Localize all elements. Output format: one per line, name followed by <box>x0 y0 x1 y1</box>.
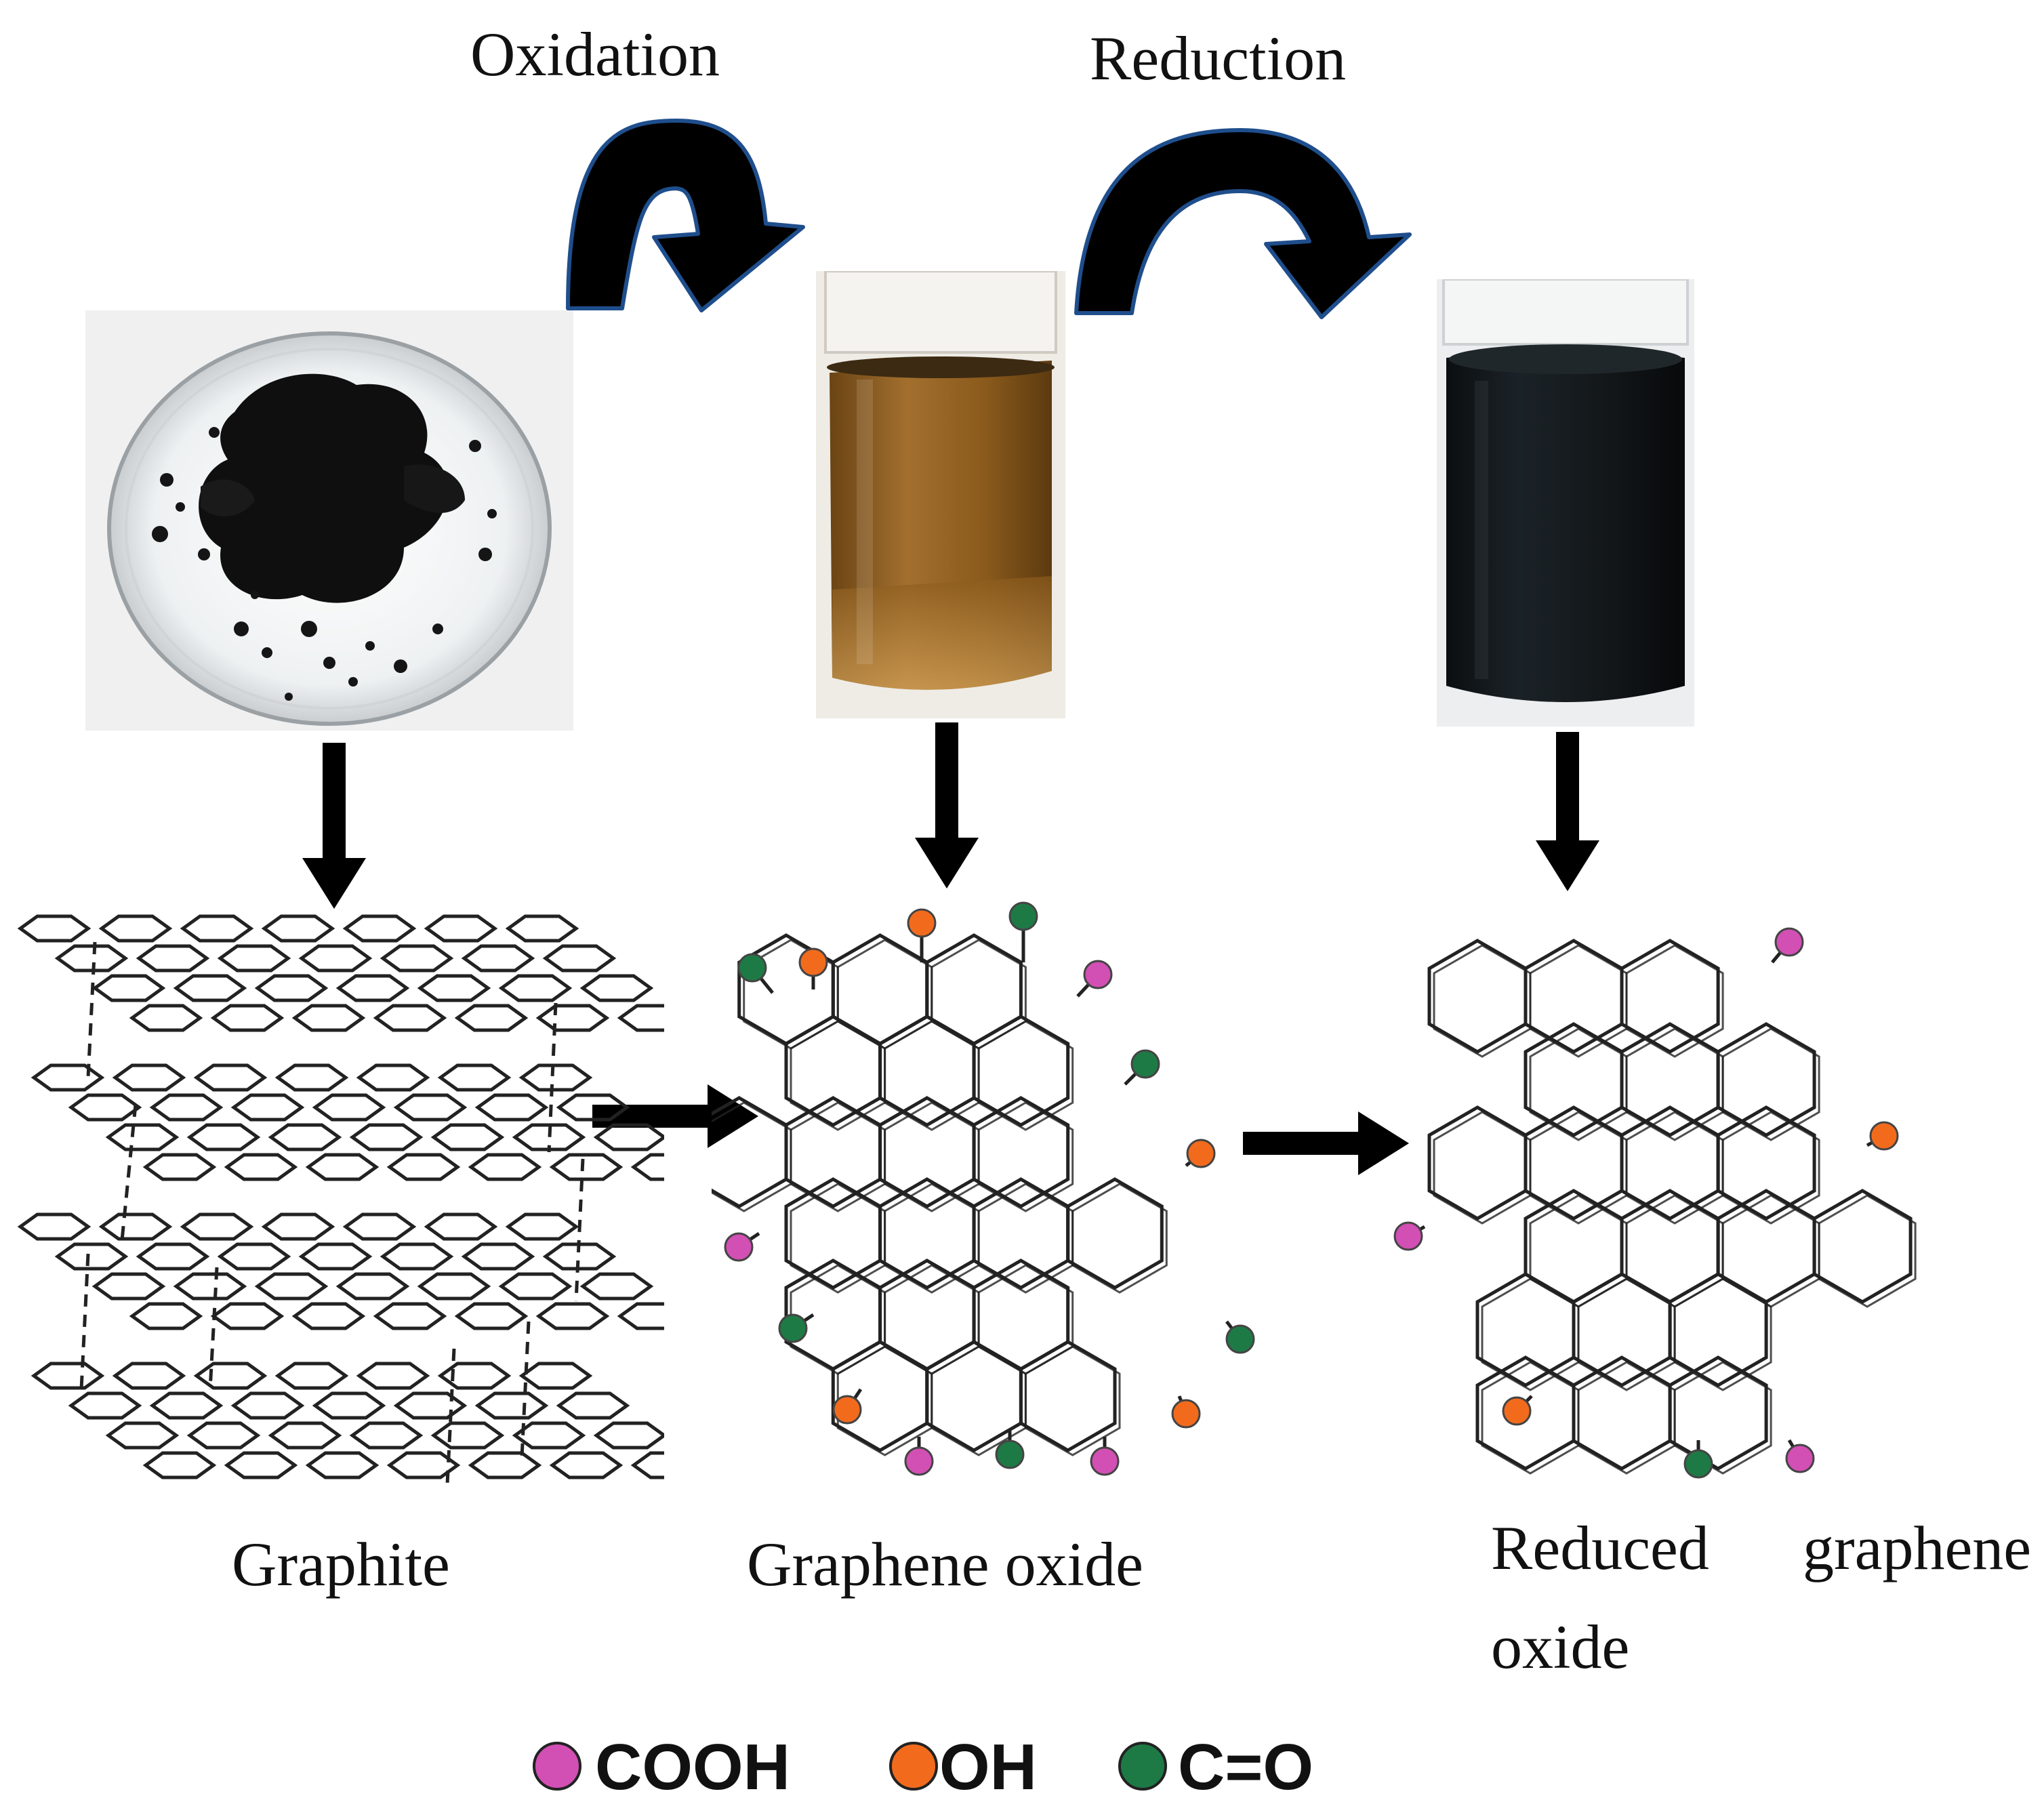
legend: COOH OH C=O <box>533 1730 1373 1804</box>
graphene-oxide-down-arrow <box>915 722 979 888</box>
legend-cooh-marker <box>533 1742 581 1791</box>
functional-group-marker <box>1008 901 1038 962</box>
graphene-oxide-vial-photo <box>816 271 1065 718</box>
functional-group-marker <box>995 1430 1025 1469</box>
reduced-label-word: Reduced <box>1491 1513 1709 1582</box>
graphite-down-arrow <box>302 743 366 909</box>
graphite-to-go-arrow <box>592 1084 758 1148</box>
functional-group-marker <box>724 1231 760 1262</box>
reduced-label-graphene: graphene <box>1803 1513 2032 1582</box>
oxidation-curved-arrow <box>566 119 805 312</box>
functional-group-marker <box>1185 1139 1216 1168</box>
hex-grid <box>1427 939 1917 1475</box>
functional-group-marker <box>832 1388 863 1425</box>
hex-grid <box>712 933 1168 1456</box>
graphene-oxide-label: Graphene oxide <box>747 1530 1143 1599</box>
functional-group-marker <box>1683 1440 1713 1479</box>
functional-group-marker <box>1076 960 1113 998</box>
functional-group-marker <box>907 908 937 962</box>
reduction-curved-arrow <box>1074 128 1412 319</box>
graphene-oxide-lattice <box>712 901 1255 1476</box>
functional-group-marker <box>1771 927 1804 964</box>
functional-group-marker <box>1866 1121 1899 1151</box>
reduced-label-oxide: oxide <box>1491 1612 1630 1681</box>
interlayer-bonds <box>79 941 585 1485</box>
functional-group-marker <box>1171 1395 1201 1429</box>
graphite-label: Graphite <box>232 1530 450 1599</box>
functional-group-marker <box>778 1313 815 1343</box>
reduction-label: Reduction <box>1090 24 1347 93</box>
functional-group-marker <box>1785 1439 1815 1473</box>
graphite-sheet <box>30 1063 664 1181</box>
functional-group-marker <box>1502 1395 1533 1426</box>
reduced-down-arrow <box>1536 732 1599 891</box>
functional-group-marker <box>904 1437 934 1476</box>
legend-oh-label: OH <box>939 1731 1037 1803</box>
graphite-sheet <box>17 914 664 1032</box>
reduced-graphene-oxide-lattice <box>1393 927 1917 1479</box>
graphite-sheet <box>17 1212 664 1330</box>
legend-co-label: C=O <box>1178 1731 1314 1803</box>
graphite-sheet <box>30 1362 664 1479</box>
legend-cooh-label: COOH <box>595 1731 790 1803</box>
legend-oh-marker <box>889 1742 938 1791</box>
functional-group-marker <box>1124 1049 1160 1086</box>
go-to-rgo-arrow <box>1243 1111 1409 1175</box>
graphite-petri-photo <box>85 310 573 731</box>
functional-group-marker <box>1090 1437 1120 1476</box>
functional-group-marker <box>798 947 828 989</box>
functional-group-marker <box>737 953 774 994</box>
graphite-layered-structure <box>17 914 664 1485</box>
reduced-graphene-oxide-vial-photo <box>1437 279 1694 727</box>
legend-co-marker <box>1118 1742 1167 1791</box>
oxidation-label: Oxidation <box>470 20 720 89</box>
functional-group-marker <box>1225 1320 1255 1354</box>
functional-group-marker <box>1393 1221 1426 1251</box>
